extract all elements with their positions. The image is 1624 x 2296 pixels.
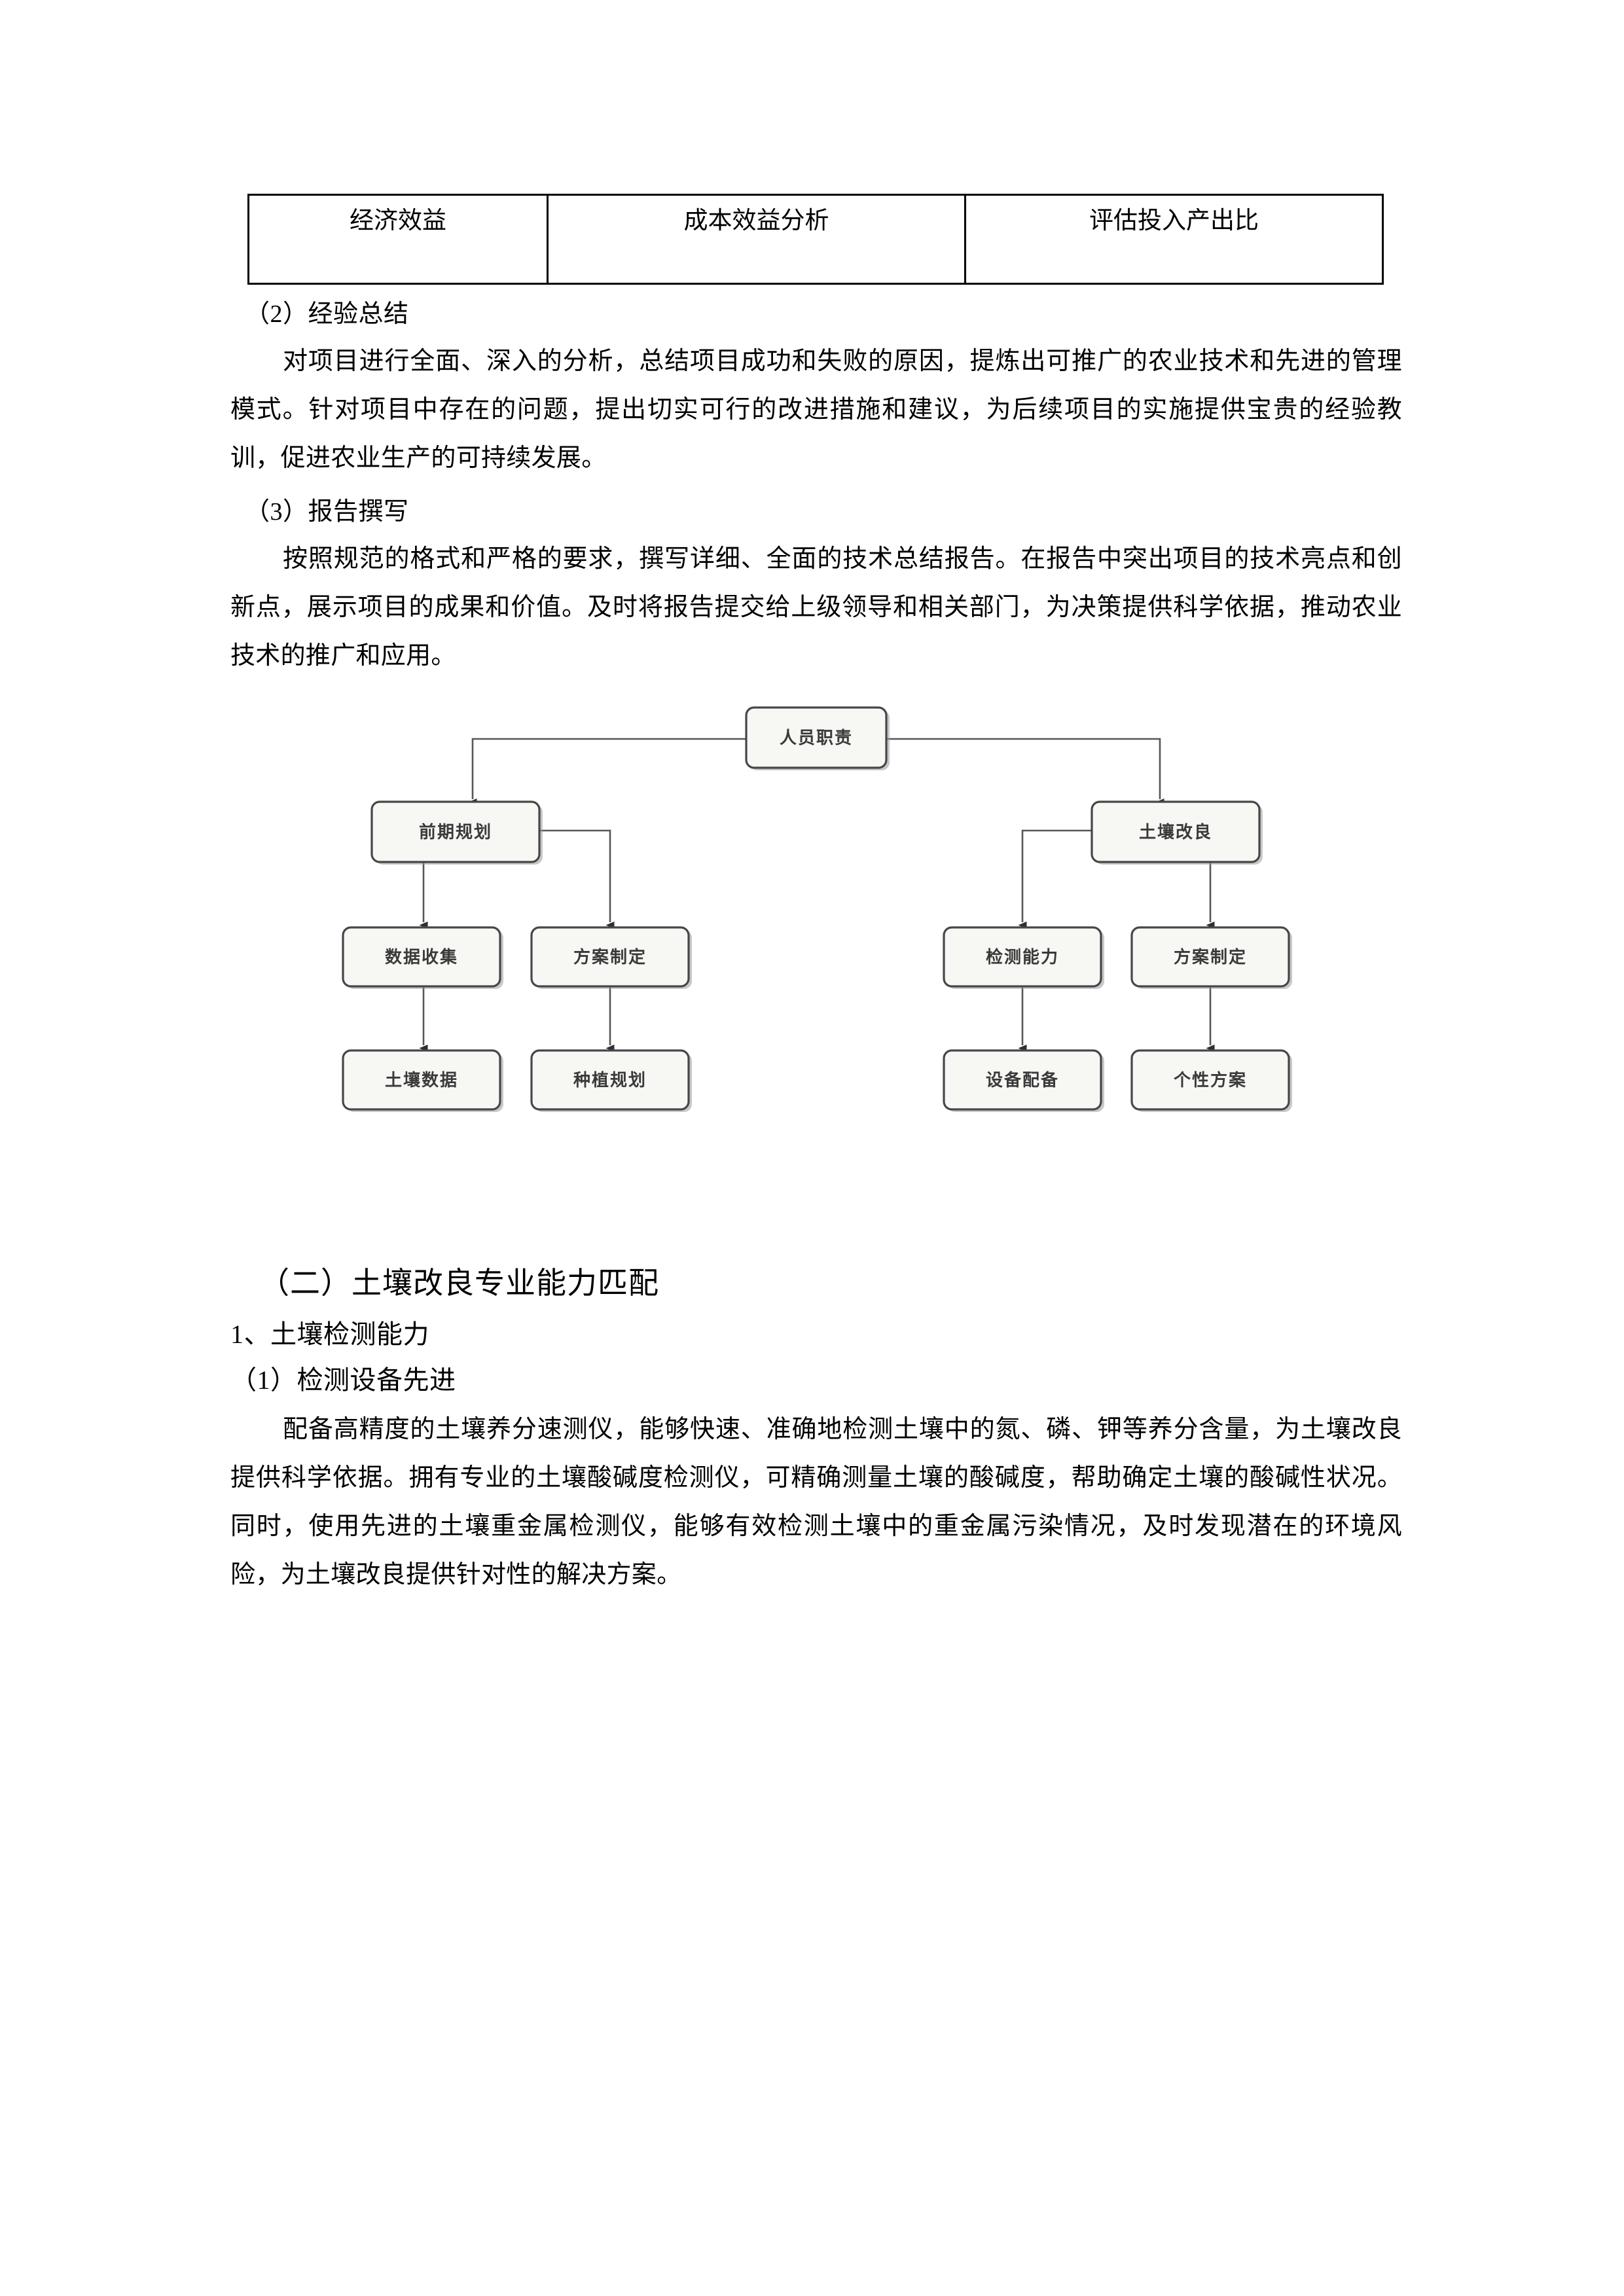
node-data-collection-label: 数据收集: [385, 947, 458, 967]
node-planning-label: 前期规划: [419, 822, 492, 842]
node-scheme-left[interactable]: 方案制定: [530, 926, 692, 990]
node-equipment-label: 设备配备: [986, 1070, 1059, 1090]
table-row: 经济效益 成本效益分析 评估投入产出比: [247, 194, 1384, 285]
node-planning[interactable]: 前期规划: [370, 800, 543, 865]
node-detection-capability-label: 检测能力: [986, 947, 1059, 967]
node-custom-scheme[interactable]: 个性方案: [1130, 1049, 1292, 1113]
edge-root-to-soil: [886, 738, 1164, 806]
edge-root-to-planning: [468, 738, 746, 806]
node-custom-scheme-label: 个性方案: [1174, 1070, 1247, 1090]
node-equipment[interactable]: 设备配备: [943, 1049, 1104, 1113]
node-planting-plan[interactable]: 种植规划: [530, 1049, 692, 1113]
heading-soil-capability: （二）土壤改良专业能力匹配: [259, 1266, 659, 1300]
node-scheme-right-label: 方案制定: [1174, 947, 1247, 967]
node-root[interactable]: 人员职责: [745, 706, 890, 771]
table-cell-category: 经济效益: [247, 194, 549, 285]
page-content: 经济效益 成本效益分析 评估投入产出比 （2）经验总结 对项目进行全面、深入的分…: [230, 194, 1402, 1599]
paragraph-experience-summary: 对项目进行全面、深入的分析，总结项目成功和失败的原因，提炼出可推广的农业技术和先…: [230, 347, 1402, 473]
heading-experience-summary: （2）经验总结: [245, 300, 409, 328]
node-data-collection[interactable]: 数据收集: [342, 926, 503, 990]
paragraph-report-writing: 按照规范的格式和严格的要求，撰写详细、全面的技术总结报告。在报告中突出项目的技术…: [230, 545, 1402, 670]
node-detection-capability[interactable]: 检测能力: [943, 926, 1104, 990]
heading-soil-detection: 1、土壤检测能力: [230, 1319, 429, 1349]
table-cell-description: 评估投入产出比: [964, 194, 1384, 285]
paragraph-soil-detection: 配备高精度的土壤养分速测仪，能够快速、准确地检测土壤中的氮、磷、钾等养分含量，为…: [230, 1415, 1402, 1588]
node-scheme-right[interactable]: 方案制定: [1130, 926, 1292, 990]
benefit-table: 经济效益 成本效益分析 评估投入产出比: [247, 194, 1384, 285]
node-scheme-left-label: 方案制定: [573, 947, 647, 967]
node-soil-data[interactable]: 土壤数据: [342, 1049, 503, 1113]
node-soil-data-label: 土壤数据: [385, 1070, 458, 1090]
node-soil-improvement-label: 土壤改良: [1139, 822, 1212, 842]
heading-advanced-equipment: （1）检测设备先进: [230, 1365, 456, 1395]
edge-soil-to-detection: [1018, 830, 1091, 929]
heading-report-writing: （3）报告撰写: [245, 498, 409, 526]
org-chart-diagram: 人员职责 前期规划 土壤改良 数据收集: [230, 700, 1402, 1243]
edge-planning-to-scheme: [540, 830, 615, 929]
node-soil-improvement[interactable]: 土壤改良: [1091, 800, 1263, 865]
table-cell-method: 成本效益分析: [547, 194, 966, 285]
node-planting-plan-label: 种植规划: [573, 1070, 647, 1090]
node-root-label: 人员职责: [780, 728, 853, 747]
